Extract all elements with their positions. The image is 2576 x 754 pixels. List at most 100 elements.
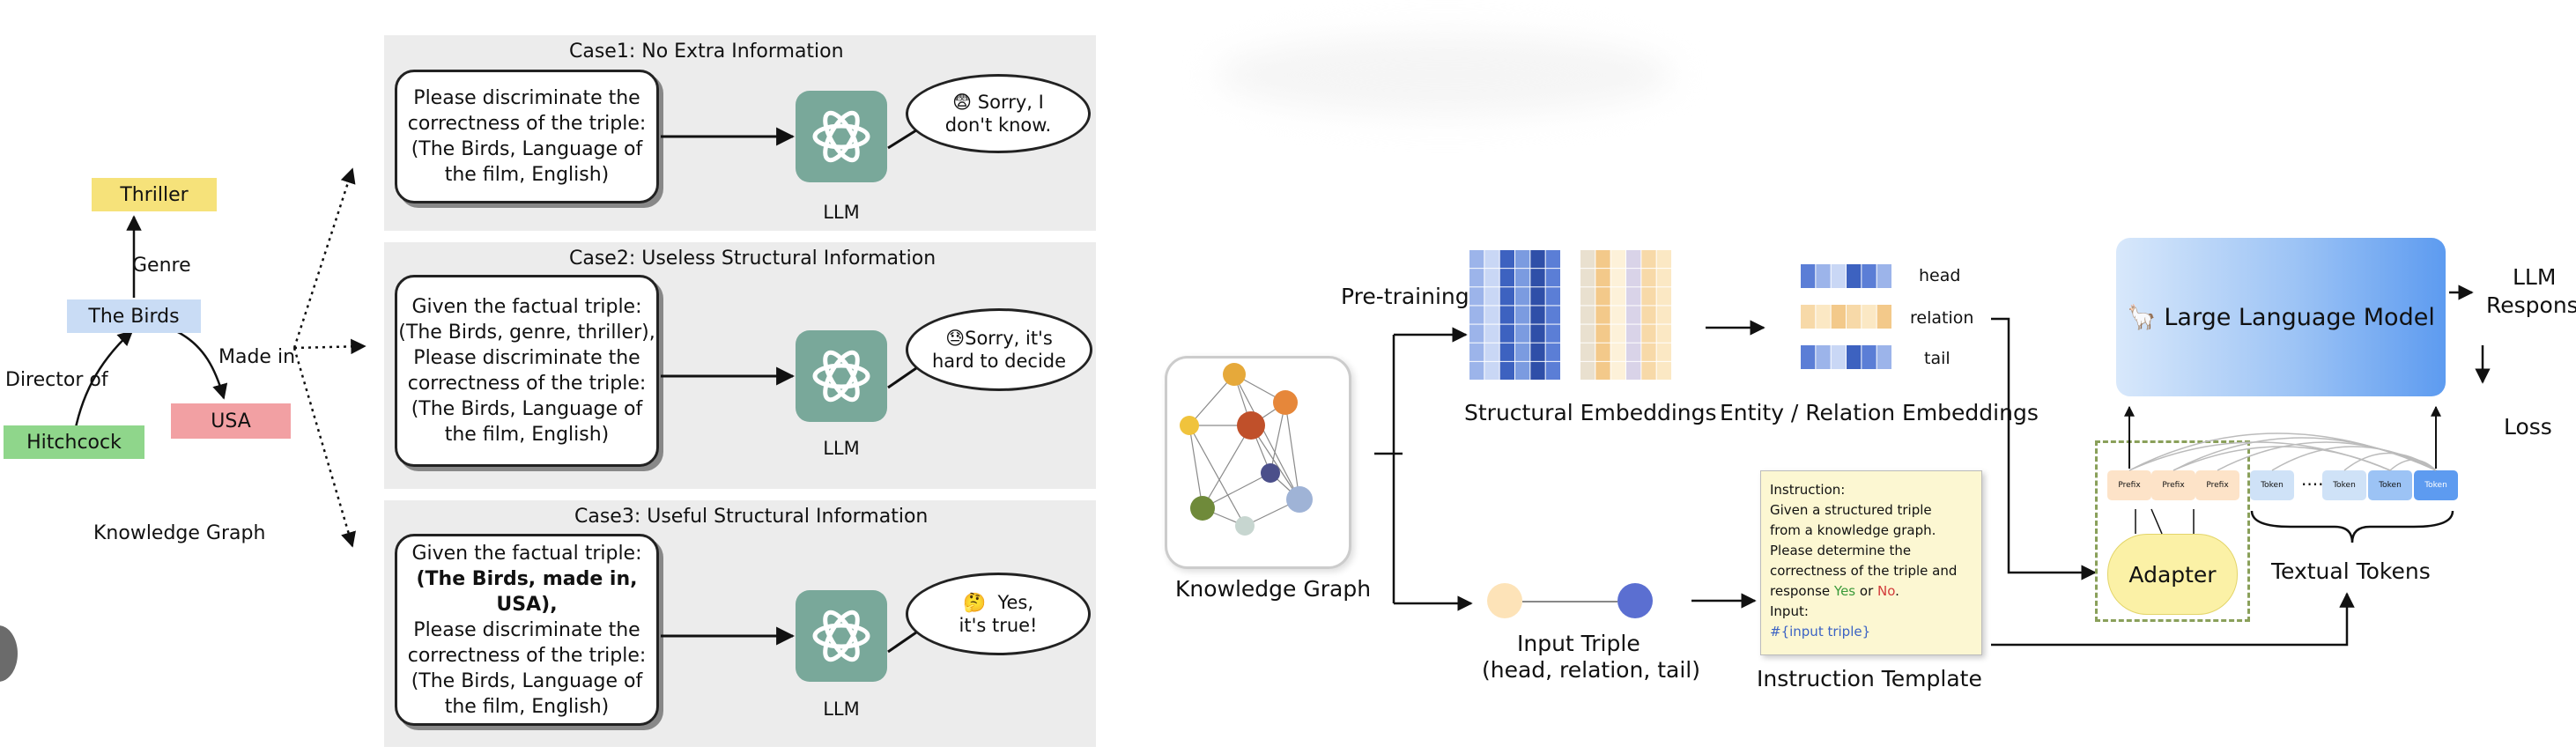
embedding-cell: [1656, 269, 1671, 287]
embedding-cell: [1580, 250, 1595, 269]
structural-embedding-blue: [1469, 250, 1561, 384]
embedding-cell: [1515, 324, 1530, 343]
pipeline-arrows: [1374, 317, 2355, 647]
embedding-cell: [1545, 250, 1560, 269]
embedding-cell: [1469, 361, 1484, 380]
embedding-cell: [1656, 343, 1671, 361]
embedding-cell: [1545, 287, 1560, 306]
embedding-cell: [1530, 343, 1545, 361]
embedding-cell: [1876, 305, 1891, 329]
scared-emoji-icon: 😨: [952, 92, 973, 113]
embedding-cell: [1595, 306, 1610, 324]
embedding-cell: [1515, 343, 1530, 361]
embedding-cell: [1595, 343, 1610, 361]
watermark: [1216, 35, 1674, 115]
relation-embedding: [1801, 305, 1892, 333]
embedding-cell: [1580, 306, 1595, 324]
embedding-cell: [1499, 269, 1514, 287]
embedding-cell: [1816, 345, 1831, 369]
embedding-cell: [1626, 361, 1641, 380]
embedding-cell: [1801, 345, 1816, 369]
adapter-region: [2095, 440, 2250, 622]
structural-embeddings-label: Structural Embeddings: [1464, 400, 1717, 425]
embedding-cell: [1656, 250, 1671, 269]
embedding-cell: [1469, 306, 1484, 324]
embedding-cell: [1595, 361, 1610, 380]
embedding-cell: [1499, 250, 1514, 269]
edge-made-in: [175, 329, 228, 400]
embedding-cell: [1469, 343, 1484, 361]
embedding-cell: [1831, 345, 1846, 369]
embedding-cell: [1515, 361, 1530, 380]
embedding-cell: [1580, 361, 1595, 380]
embedding-cell: [1499, 287, 1514, 306]
adapter: Adapter: [2107, 534, 2238, 615]
tail-label: tail: [1924, 349, 1951, 368]
embedding-cell: [1862, 345, 1876, 369]
embedding-cell: [1499, 343, 1514, 361]
embedding-cell: [1656, 287, 1671, 306]
embedding-cell: [1595, 324, 1610, 343]
embedding-cell: [1530, 324, 1545, 343]
embedding-cell: [1816, 264, 1831, 288]
text-token: Token: [2322, 470, 2366, 500]
llm-logo-icon: [796, 91, 887, 182]
embedding-cell: [1831, 305, 1846, 329]
embedding-cell: [1626, 343, 1641, 361]
tail-embedding: [1801, 345, 1892, 373]
node-usa: USA: [171, 403, 291, 439]
node-thriller: Thriller: [92, 178, 217, 211]
embedding-cell: [1626, 306, 1641, 324]
prefix-token: Prefix: [2195, 470, 2239, 500]
embedding-cell: [1641, 343, 1656, 361]
embedding-cell: [1595, 269, 1610, 287]
case3-reply-bubble: 🤔 Yes, it's true!: [906, 573, 1091, 655]
embedding-cell: [1530, 361, 1545, 380]
embedding-cell: [1595, 287, 1610, 306]
embedding-cell: [1515, 269, 1530, 287]
embedding-cell: [1530, 306, 1545, 324]
embedding-cell: [1580, 343, 1595, 361]
response-arrows: [2449, 285, 2491, 384]
thinking-emoji-icon: 🤔: [962, 592, 987, 613]
case3-prompt: Given the factual triple: (The Birds, ma…: [395, 534, 659, 726]
case-arrows: [661, 127, 917, 654]
embedding-cell: [1847, 305, 1862, 329]
embedding-cell: [1626, 250, 1641, 269]
knowledge-graph-box: [1165, 356, 1351, 569]
embedding-cell: [1515, 250, 1530, 269]
embedding-cell: [1862, 264, 1876, 288]
embedding-cell: [1610, 361, 1625, 380]
head-node-icon: [1487, 583, 1522, 618]
llm-response-label-2: Response: [2486, 292, 2576, 318]
text-token: Token: [2250, 470, 2294, 500]
embedding-cell: [1610, 250, 1625, 269]
pre-training-label: Pre-training: [1341, 284, 1469, 309]
llm-response-label-1: LLM: [2513, 264, 2557, 290]
embedding-cell: [1847, 264, 1862, 288]
embedding-cell: [1484, 250, 1499, 269]
embedding-cell: [1801, 305, 1816, 329]
embedding-cell: [1656, 361, 1671, 380]
case2-llm-label: LLM: [823, 438, 860, 459]
input-triple-sub-label: (head, relation, tail): [1482, 657, 1700, 683]
embedding-cell: [1484, 287, 1499, 306]
case3-llm-label: LLM: [823, 699, 860, 720]
loss-label: Loss: [2504, 414, 2552, 440]
embedding-cell: [1580, 287, 1595, 306]
embedding-cell: [1469, 287, 1484, 306]
embedding-cell: [1641, 250, 1656, 269]
entity-relation-embeddings-label: Entity / Relation Embeddings: [1720, 400, 2039, 425]
llm-box: 🦙 Large Language Model: [2116, 238, 2446, 396]
edge-director-of: [73, 329, 134, 432]
embedding-cell: [1626, 269, 1641, 287]
case2-title: Case2: Useless Structural Information: [569, 248, 936, 270]
embedding-cell: [1484, 324, 1499, 343]
embedding-cell: [1515, 287, 1530, 306]
embedding-cell: [1499, 324, 1514, 343]
sweat-emoji-icon: 😓: [945, 328, 966, 349]
prefix-token: Prefix: [2107, 470, 2151, 500]
head-embedding: [1801, 264, 1892, 292]
embedding-cell: [1545, 306, 1560, 324]
embedding-cell: [1610, 324, 1625, 343]
